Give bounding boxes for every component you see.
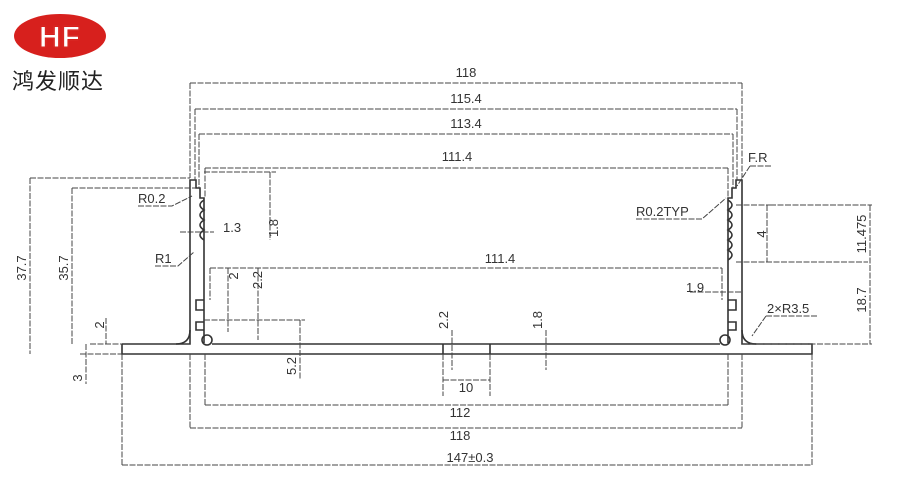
- logo-mark: HF: [39, 21, 81, 55]
- dim-111-4-top: 111.4: [442, 149, 473, 164]
- radius-callouts: R0.2 R1 F.R R0.2TYP 2×R3.5: [138, 150, 818, 337]
- horizontal-dimensions: 118 115.4 113.4 111.4 111.4 112 118 147±…: [121, 65, 813, 466]
- dim-1-8-groove: 1.8: [266, 219, 281, 237]
- profile-outline: [121, 179, 813, 355]
- dim-5-2: 5.2: [284, 357, 299, 375]
- dim-2: 2: [92, 321, 107, 328]
- note-fr: F.R: [748, 150, 768, 165]
- note-2xr3-5: 2×R3.5: [767, 301, 809, 316]
- dim-18-7: 18.7: [854, 287, 869, 312]
- dim-11-475: 11.475: [854, 215, 869, 254]
- dim-1-3: 1.3: [223, 220, 241, 235]
- dim-3: 3: [70, 374, 85, 381]
- dim-4: 4: [754, 230, 769, 237]
- dim-35-7: 35.7: [56, 255, 71, 280]
- dim-2-2-center: 2.2: [436, 311, 451, 329]
- dim-118-bottom: 118: [450, 428, 471, 443]
- dim-37-7: 37.7: [14, 255, 29, 280]
- dim-118-top: 118: [456, 65, 477, 80]
- note-r1: R1: [155, 251, 172, 266]
- dim-115-4: 115.4: [450, 91, 482, 106]
- dim-10: 10: [459, 380, 473, 395]
- vertical-dimensions: 37.7 35.7 2 3 1.8 2 2.2 5.2 2.2 1.8 4 11…: [14, 171, 872, 384]
- dim-1-9: 1.9: [686, 280, 704, 295]
- dim-1-8-center: 1.8: [530, 311, 545, 329]
- dim-112: 112: [450, 405, 471, 420]
- dim-2-2-slot: 2.2: [250, 271, 265, 289]
- dim-113-4: 113.4: [450, 116, 482, 131]
- dim-111-4-inner: 111.4: [485, 251, 516, 266]
- dim-147: 147±0.3: [447, 450, 494, 465]
- brand-name: 鸿发顺达: [12, 70, 105, 95]
- note-r0-2typ: R0.2TYP: [636, 204, 689, 219]
- dim-2-slot: 2: [226, 272, 241, 279]
- note-r0-2: R0.2: [138, 191, 165, 206]
- hf-logo: HF: [14, 14, 106, 58]
